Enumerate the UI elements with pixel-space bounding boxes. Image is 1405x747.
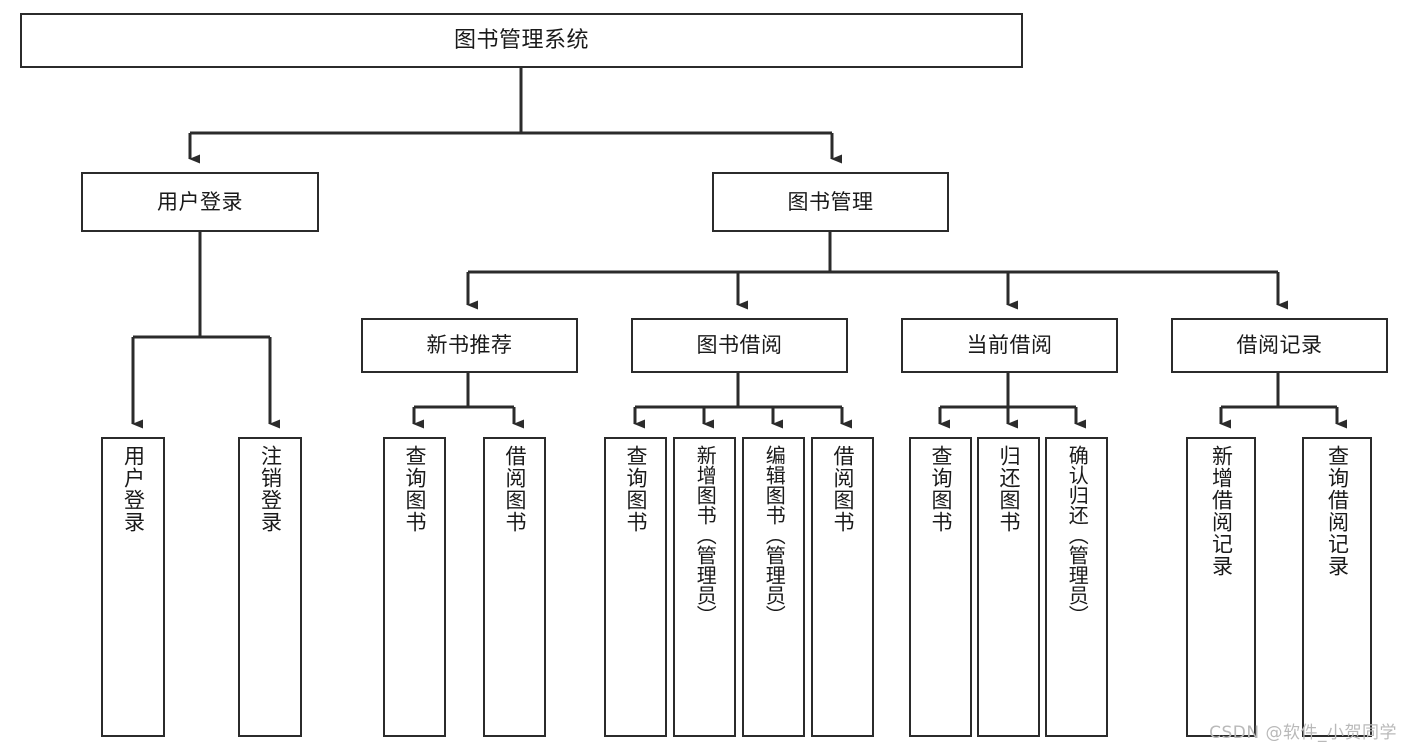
node-label: 图书管理系统: [453, 27, 589, 53]
node-leaf-add-book-admin[interactable]: 新增图书（管理员）: [673, 437, 736, 737]
node-leaf-borrow-book-borrow[interactable]: 借阅图书: [811, 437, 874, 737]
node-label: 确认归还（管理员）: [1065, 445, 1090, 625]
node-label: 查询图书: [402, 445, 427, 533]
node-label: 当前借阅: [966, 333, 1053, 358]
node-label: 新增图书（管理员）: [693, 445, 718, 625]
node-label: 归还图书: [996, 445, 1021, 533]
node-label: 图书管理: [787, 189, 874, 214]
node-book-management[interactable]: 图书管理: [712, 172, 949, 232]
node-label: 借阅记录: [1236, 333, 1323, 358]
node-leaf-query-book-current[interactable]: 查询图书: [909, 437, 972, 737]
node-label: 借阅图书: [502, 445, 527, 533]
node-leaf-user-login[interactable]: 用户登录: [101, 437, 165, 737]
node-user-login[interactable]: 用户登录: [81, 172, 319, 232]
node-leaf-edit-book-admin[interactable]: 编辑图书（管理员）: [742, 437, 805, 737]
node-leaf-confirm-return-admin[interactable]: 确认归还（管理员）: [1045, 437, 1108, 737]
node-leaf-query-borrow-record[interactable]: 查询借阅记录: [1302, 437, 1372, 737]
node-borrow-record[interactable]: 借阅记录: [1171, 318, 1388, 373]
node-label: 查询图书: [623, 445, 648, 533]
node-leaf-borrow-book-recommend[interactable]: 借阅图书: [483, 437, 546, 737]
node-leaf-add-borrow-record[interactable]: 新增借阅记录: [1186, 437, 1256, 737]
node-book-borrow[interactable]: 图书借阅: [631, 318, 848, 373]
node-leaf-return-book[interactable]: 归还图书: [977, 437, 1040, 737]
node-leaf-query-book-recommend[interactable]: 查询图书: [383, 437, 446, 737]
node-leaf-logout-login[interactable]: 注销登录: [238, 437, 302, 737]
node-label: 查询图书: [928, 445, 953, 533]
node-leaf-query-book-borrow[interactable]: 查询图书: [604, 437, 667, 737]
node-label: 用户登录: [157, 189, 243, 214]
node-label: 借阅图书: [830, 445, 855, 533]
node-label: 新增借阅记录: [1209, 445, 1234, 577]
csdn-watermark: CSDN @软件_小贺同学: [1209, 723, 1397, 743]
node-label: 图书借阅: [696, 333, 783, 358]
node-label: 查询借阅记录: [1325, 445, 1350, 577]
node-current-borrow[interactable]: 当前借阅: [901, 318, 1118, 373]
node-root-book-management-system[interactable]: 图书管理系统: [20, 13, 1023, 68]
node-label: 注销登录: [258, 445, 283, 533]
node-new-book-recommend[interactable]: 新书推荐: [361, 318, 578, 373]
node-label: 编辑图书（管理员）: [762, 445, 787, 625]
node-label: 用户登录: [121, 445, 146, 533]
node-label: 新书推荐: [426, 333, 513, 358]
